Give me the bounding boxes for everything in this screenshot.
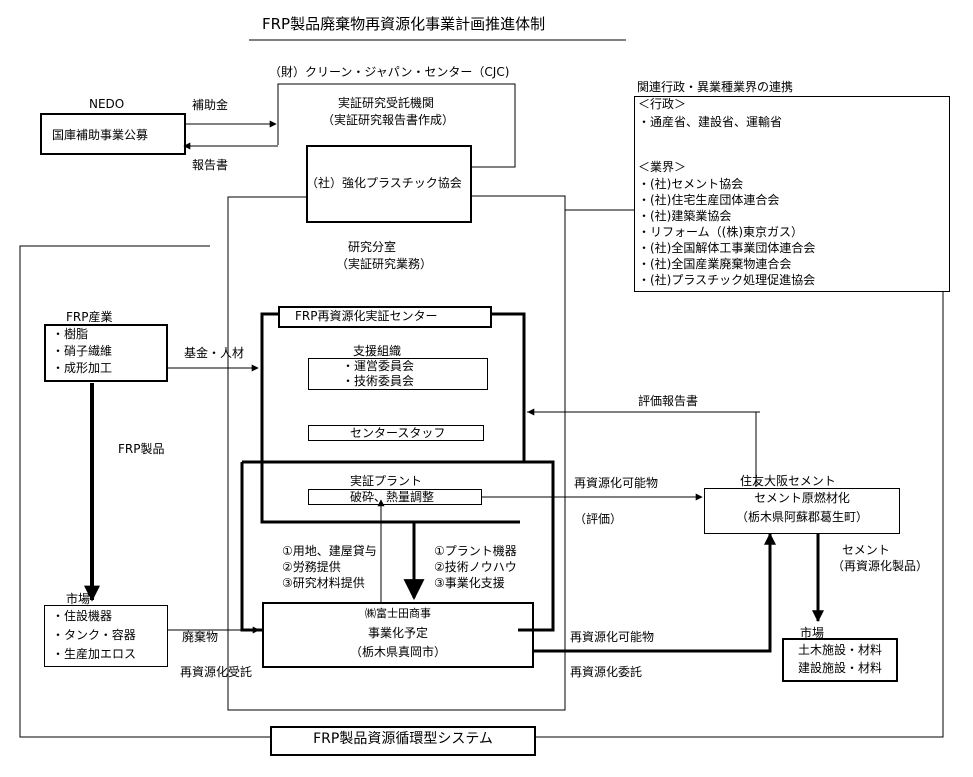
left-support-item: ③研究材料提供 [282,576,365,590]
frp-industry-item: ・成形加工 [52,361,113,375]
market-left-item: ・住設機器 [52,609,113,623]
frp-industry-label: FRP産業 [66,310,113,324]
fujita-line-1: ㈱富士田商事 [365,607,431,620]
cjc-org-label: （財）クリーン・ジャパン・センター（CJC) [269,65,510,79]
support-org-box [308,358,488,390]
staff-box [308,425,484,441]
related-title: 関連行政・異業種業界の連携 [637,80,794,94]
frp-products-label: FRP製品 [118,442,165,456]
system-box [270,726,536,756]
industry-item: ・リフォーム（(株)東京ガス） [638,225,804,239]
left-support-item: ②労務提供 [282,560,341,574]
nedo-box-label: 国庫補助事業公募 [52,128,149,142]
related-box [634,96,950,292]
market-left-label: 市場 [66,592,91,606]
right-support-item: ②技術ノウハウ [434,560,517,574]
plant-box [308,489,482,505]
industry-header: ＜業界＞ [638,160,687,174]
cjc-role-2: （実証研究報告書作成） [322,113,455,127]
frp-industry-box [44,324,168,382]
industry-item: ・(社)セメント協会 [638,177,744,191]
subsidy-label: 補助金 [192,98,229,112]
left-support-list: ①用地、建屋貸与 ②労務提供 ③研究材料提供 [282,543,377,591]
nedo-label: NEDO [89,97,125,111]
right-support-list: ①プラント機器 ②技術ノウハウ ③事業化支援 [434,543,517,591]
right-support-item: ①プラント機器 [434,544,517,558]
industry-item: ・(社)建築業協会 [638,209,732,223]
cjc-role-1: 実証研究受託機関 [338,96,435,110]
market-left-box [44,605,168,667]
market-right-line-2: 建設施設・材料 [797,661,882,675]
center-title-box [278,306,492,328]
nedo-box [40,113,186,155]
industry-item: ・(社)全国産業廃棄物連合会 [638,257,792,271]
market-left-item: ・生産加エロス [52,647,137,661]
support-org-item: ・運営委員会 [342,359,415,373]
recyclable-bottom-arrow [534,532,776,653]
gov-header: ＜行政＞ [638,97,687,111]
market-left-list: ・住設機器 ・タンク・容器 ・生産加エロス [52,607,136,664]
branch-label-2: （実証研究業務） [336,257,433,271]
frp-industry-item: ・硝子繊維 [52,344,113,358]
report-label: 報告書 [192,158,229,172]
assoc-box [306,145,472,223]
industry-item: ・(社)全国解体工事業団体連合会 [638,241,816,255]
branch-label-1: 研究分室 [348,240,397,254]
recyclable-top-label: 再資源化可能物 [574,476,659,490]
sumitomo-box [704,488,900,534]
gov-list: ・通産省、建設省、運輸省 [638,115,783,129]
center-title: FRP再資源化実証センター [295,309,438,323]
recycle-consign-left: 再資源化受託 [180,665,253,679]
assoc-label: （社）強化プラスチック協会 [306,176,462,190]
left-support-item: ①用地、建屋貸与 [282,544,377,558]
frp-industry-list: ・樹脂 ・硝子繊維 ・成形加工 [52,326,112,377]
recycle-consign-right: 再資源化委託 [570,665,643,679]
plant-title: 実証プラント [350,474,423,488]
plant-box-label: 破砕、熱量調整 [350,490,435,504]
sumitomo-line-1: セメント原燃材化 [754,491,850,505]
cement-label-2: （再資源化製品） [832,559,929,573]
staff-label: センタースタッフ [350,426,446,440]
page-title: FRP製品廃棄物再資源化事業計画推進体制 [262,15,546,33]
frp-industry-item: ・樹脂 [52,327,89,341]
fujita-line-2: 事業化予定 [367,626,428,640]
sumitomo-line-2: （栃木県阿蘇郡葛生町） [735,510,868,524]
fund-label: 基金・人材 [184,346,245,360]
waste-label: 廃棄物 [182,630,219,644]
market-right-box [782,638,898,682]
market-right-line-1: 土木施設・材料 [797,643,882,657]
recyclable-bottom-label: 再資源化可能物 [570,630,655,644]
fujita-line-3: （栃木県真岡市） [349,645,446,659]
evaluation-label: （評価） [574,512,623,526]
cement-label-1: セメント [842,543,890,557]
industry-list: ・(社)セメント協会 ・(社)住宅生産団体連合会 ・(社)建築業協会 ・リフォー… [638,176,815,288]
market-left-item: ・タンク・容器 [52,628,136,642]
fujita-box [262,602,534,668]
support-org-list: ・運営委員会 ・技術委員会 [342,359,414,389]
eval-report-label: 評価報告書 [638,394,699,408]
industry-item: ・(社)住宅生産団体連合会 [638,193,780,207]
support-org-title: 支援組織 [353,344,402,358]
industry-item: ・(社)プラスチック処理促進協会 [638,273,816,287]
system-label: FRP製品資源循環型システム [313,731,493,747]
sumitomo-label: 住友大阪セメント [740,474,836,488]
right-support-item: ③事業化支援 [434,576,505,590]
support-org-item: ・技術委員会 [342,374,415,388]
market-right-label: 市場 [800,626,825,640]
